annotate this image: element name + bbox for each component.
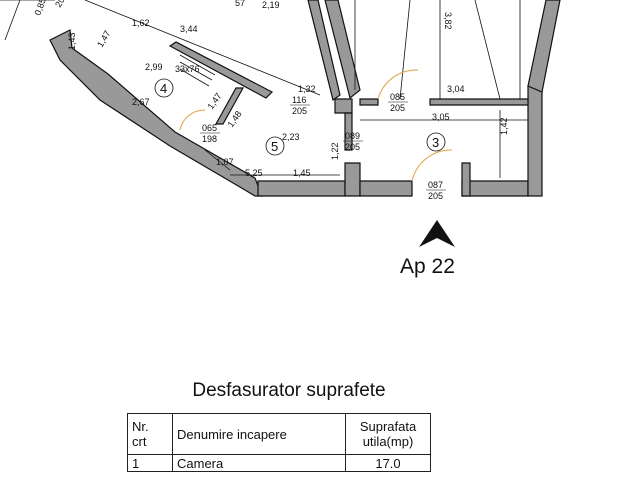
- dim-122: 1,22: [330, 142, 340, 160]
- apartment-label: Ap 22: [400, 255, 455, 278]
- dim-299: 2,99: [145, 62, 163, 72]
- svg-text:205: 205: [345, 142, 360, 152]
- floor-plan: 0,85 20 1,43 1,62 3,44 57 2,19 3,82 1,47…: [0, 0, 561, 278]
- svg-text:085: 085: [390, 92, 405, 102]
- dim-107: 1,07: [216, 157, 234, 167]
- dim-157: 57: [235, 0, 245, 8]
- walls: [49, 0, 561, 197]
- svg-text:089: 089: [345, 131, 360, 141]
- room-number-3: 3: [432, 135, 439, 150]
- dim-344: 3,44: [180, 24, 198, 34]
- dim-132: 1,32: [298, 84, 316, 94]
- table-row: 1 Camera 17.0: [127, 454, 431, 472]
- room-number-4: 4: [160, 81, 167, 96]
- dim-33x76: 33x76: [175, 64, 200, 74]
- room-numbers: 4 5 3: [154, 78, 446, 156]
- cell-area: 17.0: [345, 454, 431, 472]
- area-table: Nr. crt Denumire incapere Suprafata util…: [127, 413, 431, 472]
- dim-304: 3,04: [447, 84, 465, 94]
- svg-text:205: 205: [428, 191, 443, 201]
- svg-text:087: 087: [428, 180, 443, 190]
- svg-text:116: 116: [292, 95, 306, 105]
- header-area: Suprafata utila(mp): [345, 413, 431, 455]
- header-nr: Nr. crt: [127, 413, 173, 455]
- header-name: Denumire incapere: [172, 413, 346, 455]
- door-065-label: 065 198: [200, 123, 220, 144]
- dim-219: 2,19: [262, 0, 280, 10]
- door-labels: 085 205 116 205 065 198 089 205 087 205: [200, 92, 446, 201]
- dim-143: 1,43: [67, 32, 77, 50]
- entrance-arrow-icon: [419, 220, 455, 247]
- door-087-label: 087 205: [426, 180, 446, 201]
- door-089-label: 089 205: [343, 131, 363, 152]
- area-table-title: Desfasurator suprafete: [192, 380, 386, 401]
- dim-20: 20: [53, 0, 67, 9]
- door-085-label: 085 205: [388, 92, 408, 113]
- svg-text:065: 065: [202, 123, 217, 133]
- svg-text:198: 198: [202, 134, 217, 144]
- dim-305: 3,05: [432, 112, 450, 122]
- dim-267: 2,67: [132, 97, 150, 107]
- dim-162: 1,62: [132, 18, 150, 28]
- dim-145: 1,45: [293, 168, 311, 178]
- svg-text:205: 205: [292, 106, 307, 116]
- table-header-row: Nr. crt Denumire incapere Suprafata util…: [127, 413, 431, 455]
- partition-lines: [0, 0, 528, 178]
- room-number-5: 5: [271, 139, 278, 154]
- dim-147a: 1,47: [95, 29, 112, 49]
- dim-147b: 1,47: [205, 91, 223, 111]
- dim-525: 5,25: [245, 168, 263, 178]
- cell-name: Camera: [172, 454, 346, 472]
- dim-382: 3,82: [443, 12, 453, 30]
- door-swings: [179, 69, 453, 182]
- door-116-label: 116 205: [290, 95, 310, 116]
- svg-text:205: 205: [390, 103, 405, 113]
- cell-nr: 1: [127, 454, 173, 472]
- dim-142: 1,42: [499, 117, 509, 135]
- dim-085: 0,85: [32, 0, 47, 17]
- dim-223: 2,23: [282, 132, 300, 142]
